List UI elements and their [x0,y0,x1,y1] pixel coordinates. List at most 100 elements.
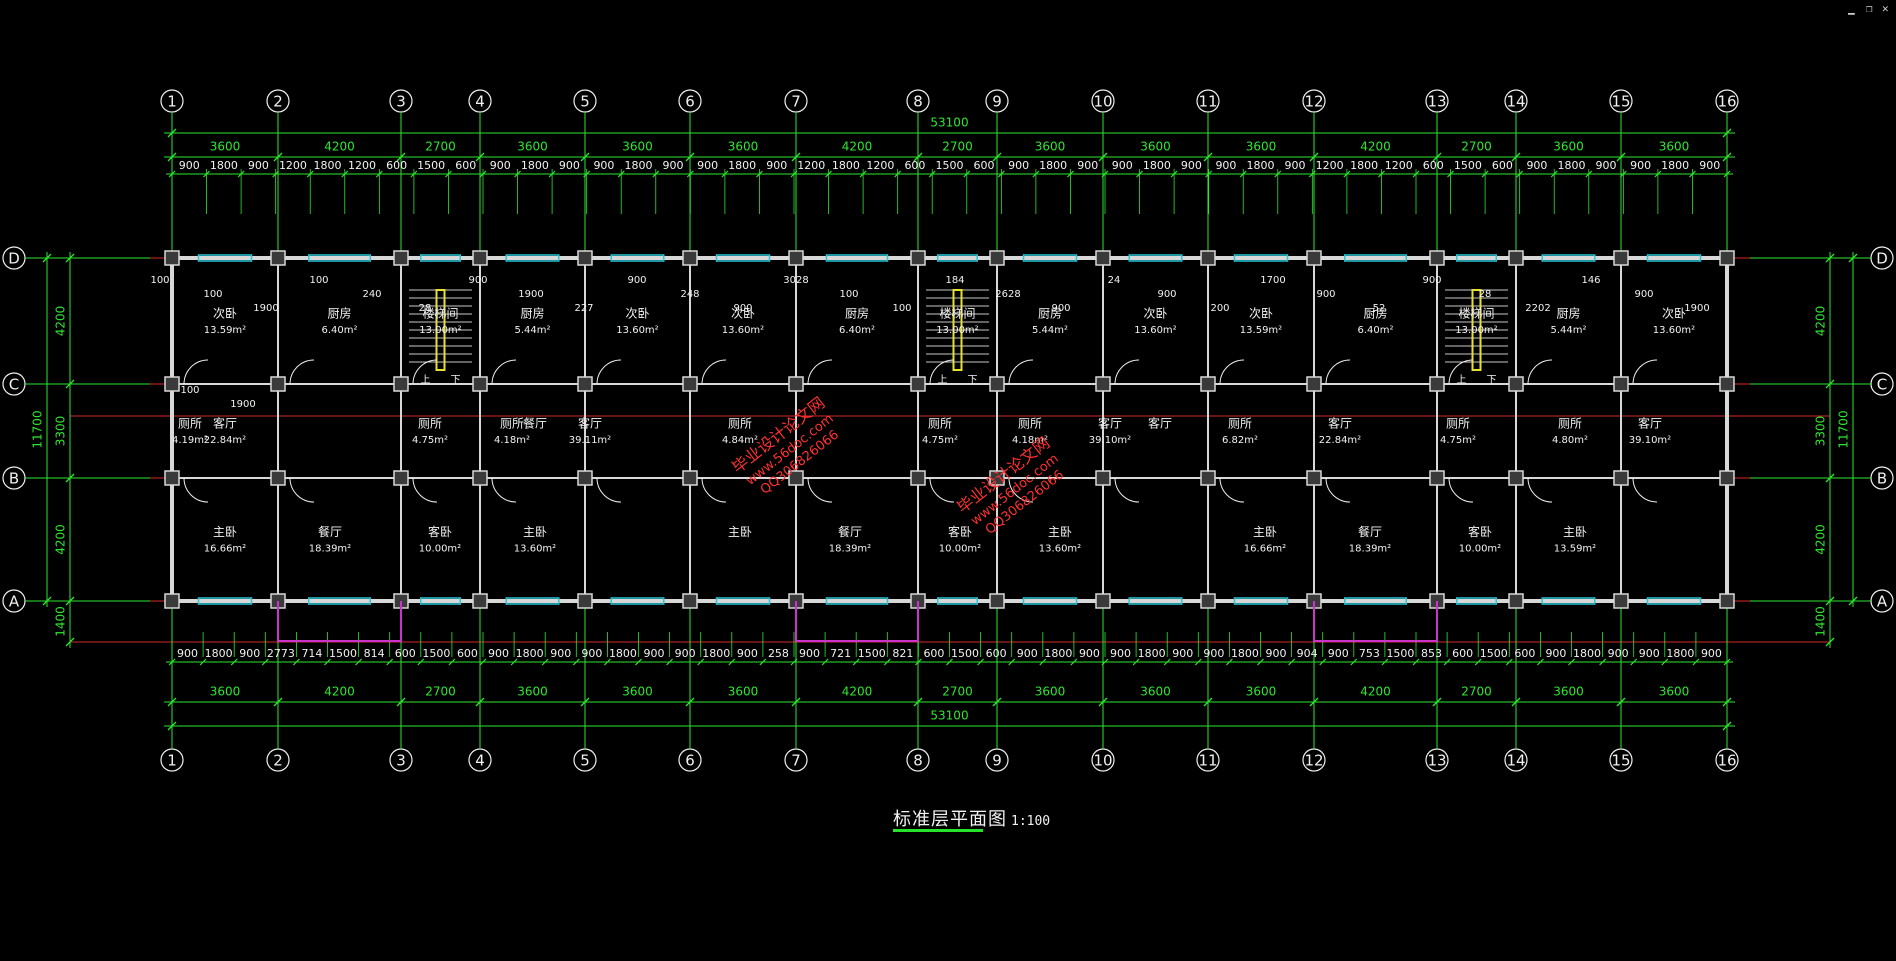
opening-dimension-text: 900 [1008,159,1029,172]
dimension-tick [541,658,549,666]
structural-column [472,470,488,486]
structural-column [1508,593,1524,609]
opening-dimension-text: 900 [1328,647,1349,660]
column-axis-label: 1 [167,752,177,770]
door-swing [1527,477,1553,503]
opening-dimension-text: 900 [1203,647,1224,660]
dimension-tick [1825,596,1835,606]
drawing-title: 标准层平面图 [893,809,1007,830]
row-axis-label: C [1877,376,1887,394]
stair-down-mark: 下 [968,375,978,386]
structural-column [1429,376,1445,392]
room-name: 餐厅 [1358,524,1382,539]
structural-column [1508,470,1524,486]
dimension-tick [65,379,75,389]
room-name: 主卧 [728,525,752,539]
door-swing [1527,359,1553,385]
dimension-tick [199,658,207,666]
room-name: 餐厅 [318,524,342,539]
dimension-tick [790,658,798,666]
dimension-text: 3600 [622,140,653,154]
dimension-text: 3600 [210,685,241,699]
room-name: 主卧 [213,525,237,539]
dimension-note: 3028 [783,275,808,286]
structural-column [270,376,286,392]
restore-icon[interactable]: ❐ [1866,2,1873,15]
dimension-tick [65,596,75,606]
window [825,597,889,605]
room-name: 厕所 [418,417,442,431]
window [1646,254,1702,262]
room-name: 主卧 [1048,525,1072,539]
dimension-tick [1070,658,1078,666]
structural-column [164,250,180,266]
opening-dimension-text: 1200 [348,159,376,172]
door-swing [1219,359,1245,385]
dimension-text: 4200 [54,306,68,337]
structural-column [164,593,180,609]
dimension-note: 240 [362,289,381,300]
opening-dimension-text: 721 [830,647,851,660]
dimension-tick [1101,658,1109,666]
opening-dimension-text: 1200 [797,159,825,172]
walls [170,256,1729,603]
row-axis-label: A [9,593,20,611]
door-swing [929,359,955,385]
dimension-note: 1900 [1684,303,1709,314]
opening-dimension-text: 258 [768,647,789,660]
opening-dimension-text: 753 [1359,647,1380,660]
opening-dimension-text: 1800 [1231,647,1259,660]
door-swing [289,359,315,385]
dimension-tick [1132,658,1140,666]
structural-column [1508,376,1524,392]
dimension-text: 2700 [942,140,973,154]
room-area: 13.60m² [1134,325,1176,336]
close-icon[interactable]: ✕ [1882,2,1889,15]
dimension-tick [479,658,487,666]
structural-column [1200,376,1216,392]
room-name: 厨房 [845,306,869,321]
opening-dimension-text: 1200 [279,159,307,172]
opening-dimension-text: 1500 [417,159,445,172]
door-swing [491,359,517,385]
window [1541,254,1596,262]
opening-dimension-text: 1800 [1573,647,1601,660]
column-axis-label: 2 [273,752,283,770]
window [308,254,371,262]
window [715,254,771,262]
structural-column [1613,593,1629,609]
room-area: 13.00m² [419,325,461,336]
structural-column [1719,470,1735,486]
dimension-tick [1350,658,1358,666]
opening-dimension-text: 1500 [1480,647,1508,660]
window [1344,254,1407,262]
column-axis-label: 12 [1304,752,1323,770]
axis-bubbles: 1122334455667788991010111112121313141415… [2,89,1894,772]
opening-dimension-text: 2773 [267,647,295,660]
structural-column [1306,250,1322,266]
door-swing [1325,359,1351,385]
dimension-text: 3600 [1140,685,1171,699]
dimension-tick [1825,379,1835,389]
opening-dimension-text: 814 [364,647,385,660]
dimension-note: 200 [1210,303,1229,314]
column-axis-label: 10 [1093,752,1112,770]
stair-up-mark: 上 [938,374,948,386]
dimension-tick [1692,658,1700,666]
structural-column [577,470,593,486]
room-area: 4.75m² [922,435,958,446]
column-axis-label: 11 [1198,752,1217,770]
room-area: 4.75m² [412,435,448,446]
window [420,254,461,262]
column-axis-label: 4 [475,93,485,111]
dimension-tick [1039,658,1047,666]
dimension-text: 4200 [1814,306,1828,337]
dimension-note: 24 [1108,275,1121,286]
opening-dimension-text: 900 [1172,647,1193,660]
opening-dimension-text: 600 [923,647,944,660]
minimize-icon[interactable]: ▁ [1848,2,1855,15]
door-swing [807,477,833,503]
balcony-outline [795,601,919,642]
opening-dimension-text: 900 [593,159,614,172]
